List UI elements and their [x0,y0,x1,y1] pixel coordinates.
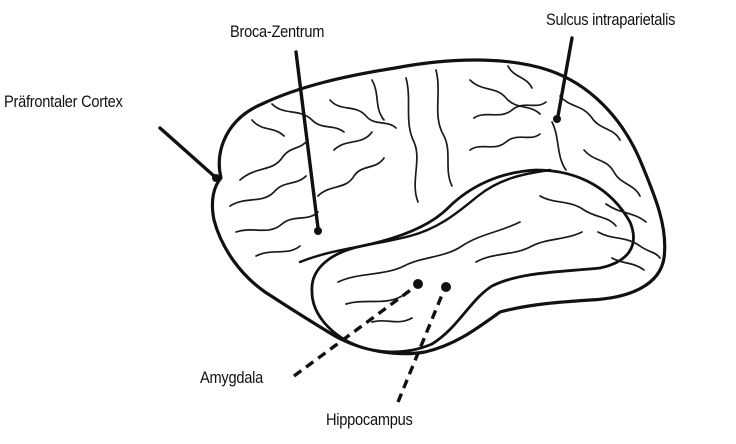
hippocampus-label: Hippocampus [326,410,413,430]
prefrontal-point-marker [212,174,220,182]
prefrontal-label: Präfrontaler Cortex [4,92,123,112]
amygdala-point-marker [413,279,423,289]
broca-point-marker [314,227,322,235]
sulcus-label: Sulcus intraparietalis [546,10,675,30]
prefrontal-leader-line [160,128,214,176]
amygdala-label: Amygdala [200,368,263,388]
sulcus-point-marker [553,115,561,123]
broca-label: Broca-Zentrum [230,22,324,42]
hippocampus-point-marker [441,282,451,292]
